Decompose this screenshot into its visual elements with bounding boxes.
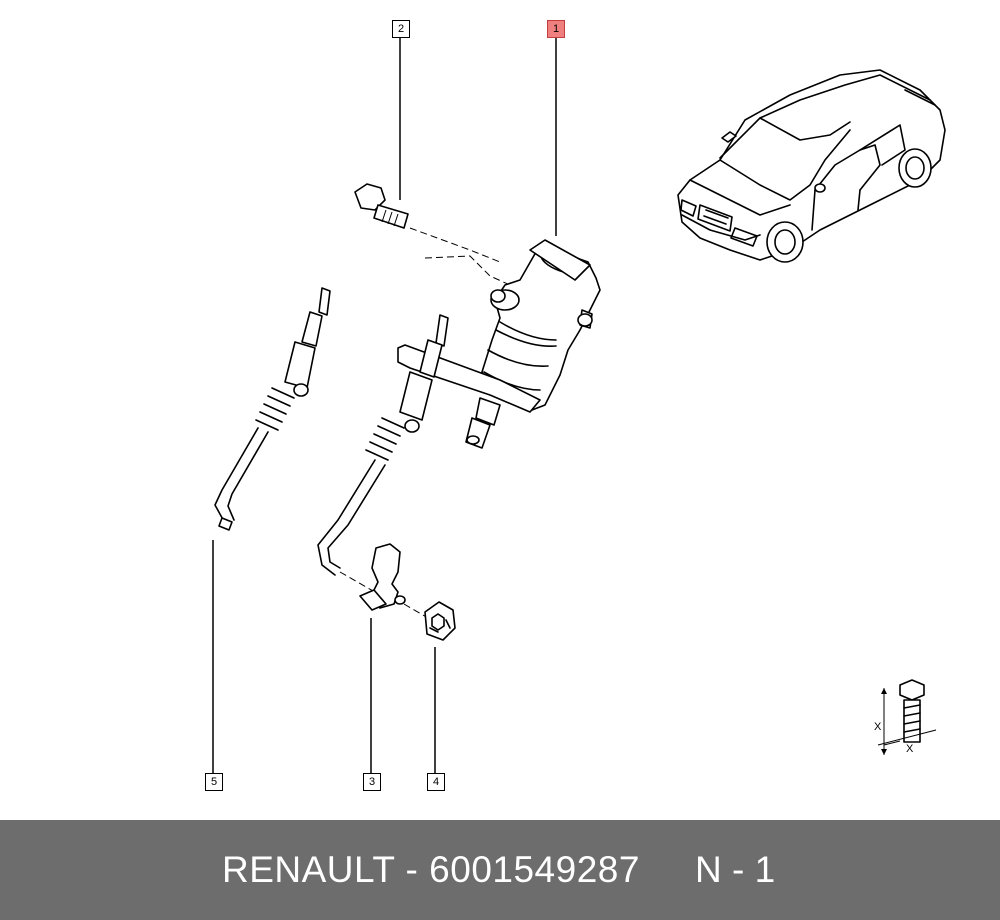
footer-part-number: RENAULT - 6001549287 [222, 849, 640, 890]
callout-5[interactable]: 5 [205, 773, 223, 791]
callout-2[interactable]: 2 [392, 20, 410, 38]
parts-diagram: X X 1 2 3 4 5 [205, 20, 946, 791]
dimension-symbol: X X [874, 679, 937, 755]
bolt-axis-line [409, 227, 501, 263]
nut-part-4 [424, 601, 456, 641]
dimension-label-x1: X [874, 721, 882, 733]
callout-4[interactable]: 4 [427, 773, 445, 791]
master-cylinder-part-1 [397, 239, 601, 449]
dimension-label-x2: X [906, 743, 914, 755]
bolt-part-2 [354, 183, 409, 229]
hose-part-5 [214, 287, 331, 531]
exploded-view-drawing: X X [212, 38, 946, 773]
callout-3[interactable]: 3 [363, 773, 381, 791]
car-illustration [677, 69, 946, 263]
hose-assembly [317, 314, 449, 596]
bolt-axis-line-2 [424, 255, 511, 286]
callout-1[interactable]: 1 [547, 20, 565, 38]
footer-bar: RENAULT - 6001549287 N - 1 [0, 820, 1000, 920]
clip-axis-line [403, 603, 429, 619]
clip-part-3 [359, 543, 429, 619]
footer-page-label: N - 1 [695, 849, 776, 890]
